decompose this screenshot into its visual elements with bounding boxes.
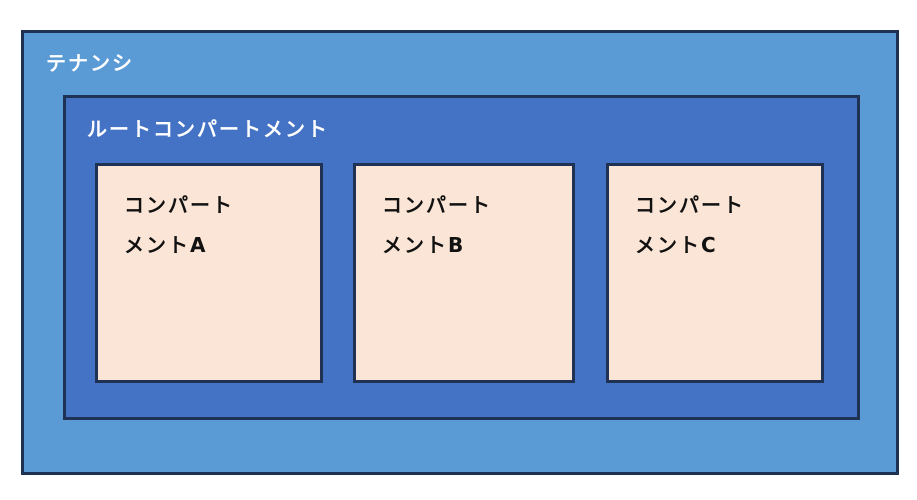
compartment-a-label-line2: メントA bbox=[124, 233, 208, 257]
compartment-c-label-line2: メントC bbox=[635, 233, 718, 257]
root-compartment-label: ルートコンパートメント bbox=[87, 117, 329, 141]
root-compartment-box: ルートコンパートメント コンパート メントA コンパート メントB コンパート … bbox=[63, 95, 860, 420]
compartment-b-box: コンパート メントB bbox=[353, 163, 575, 383]
compartment-a-box: コンパート メントA bbox=[95, 163, 323, 383]
compartment-c-label-line1: コンパート bbox=[635, 193, 745, 217]
compartment-b-label-line2: メントB bbox=[382, 233, 466, 257]
compartment-b-label-line1: コンパート bbox=[382, 193, 492, 217]
compartment-c-box: コンパート メントC bbox=[606, 163, 824, 383]
tenancy-box: テナンシ ルートコンパートメント コンパート メントA コンパート メントB コ… bbox=[21, 30, 899, 475]
tenancy-label: テナンシ bbox=[46, 51, 134, 75]
compartment-a-label-line1: コンパート bbox=[124, 193, 234, 217]
